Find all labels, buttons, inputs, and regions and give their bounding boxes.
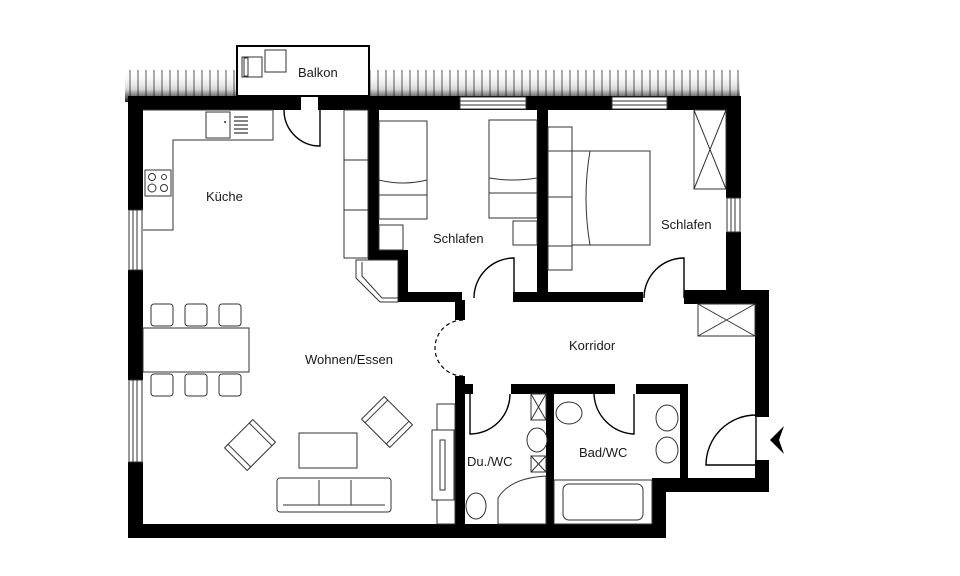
label-du-wc: Du./WC xyxy=(467,454,513,469)
label-korridor: Korridor xyxy=(569,338,616,353)
room-labels: Balkon Küche Schlafen Schlafen Korridor … xyxy=(206,65,712,469)
kitchen-furniture xyxy=(143,109,274,231)
shower-wc-fixtures xyxy=(465,393,548,525)
bedroom-1-furniture xyxy=(378,119,538,251)
doors xyxy=(283,109,784,466)
label-balkon: Balkon xyxy=(298,65,338,80)
balcony xyxy=(236,45,370,97)
dining-table xyxy=(142,303,250,397)
label-bad-wc: Bad/WC xyxy=(579,445,627,460)
label-schlafen-2: Schlafen xyxy=(661,217,712,232)
label-schlafen-1: Schlafen xyxy=(433,231,484,246)
entrance-arrow-icon xyxy=(770,426,784,454)
windows xyxy=(128,96,741,463)
living-furniture xyxy=(223,395,456,525)
wardrobe xyxy=(343,109,399,303)
bedroom-2-furniture xyxy=(547,109,727,271)
label-kueche: Küche xyxy=(206,189,243,204)
corridor-closet xyxy=(697,303,756,337)
bath-wc-fixtures xyxy=(553,401,679,525)
label-wohnen-essen: Wohnen/Essen xyxy=(305,352,393,367)
walls xyxy=(128,96,769,538)
